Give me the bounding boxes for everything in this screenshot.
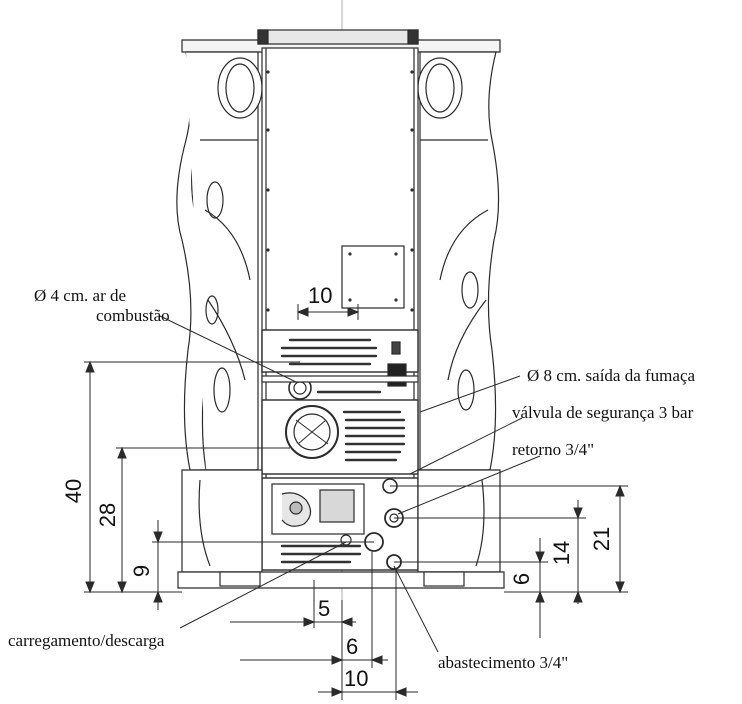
leader-supply (393, 565, 439, 653)
left-side-hole (206, 181, 224, 219)
left-upper-vent (217, 57, 263, 119)
right-side-panel (419, 51, 500, 471)
right-side-hole (457, 369, 475, 411)
dim-5: 5 (318, 596, 331, 621)
safety-valve-label: válvula de segurança 3 bar (512, 403, 694, 422)
leader-valve (409, 417, 523, 475)
power-switch (387, 363, 407, 387)
dim-21: 21 (589, 526, 615, 552)
air-intake-label: Ø 4 cm. ar de (34, 286, 127, 305)
loading-label: carregamento/descarga (8, 631, 165, 650)
top-handle (257, 29, 419, 45)
leader-loading (179, 541, 347, 629)
dim-9: 9 (129, 564, 155, 578)
dim-28: 28 (95, 502, 121, 528)
pump-motor (319, 489, 355, 523)
smoke-outlet-label: Ø 8 cm. saída da fumaça (527, 366, 696, 385)
inspection-plate (341, 245, 405, 309)
upper-grill-slots (280, 338, 378, 366)
lower-grill-slots (280, 544, 362, 564)
right-upper-vent (417, 57, 463, 119)
dim-14: 14 (549, 540, 575, 566)
supply-label: abastecimento 3/4" (438, 653, 569, 672)
leader-smoke (419, 375, 521, 413)
air-intake-label-line2: combustão (96, 306, 170, 325)
return-label: retorno 3/4" (512, 440, 595, 459)
leader-air (159, 315, 297, 383)
middle-grill-slots (342, 410, 406, 462)
stove-base (181, 469, 263, 573)
leader-return (397, 455, 541, 515)
dim-6h: 6 (346, 634, 359, 659)
dim-6v: 6 (509, 572, 535, 586)
dim-40: 40 (61, 478, 87, 504)
dim-top-10: 10 (308, 283, 333, 308)
dim-10b: 10 (344, 666, 369, 691)
